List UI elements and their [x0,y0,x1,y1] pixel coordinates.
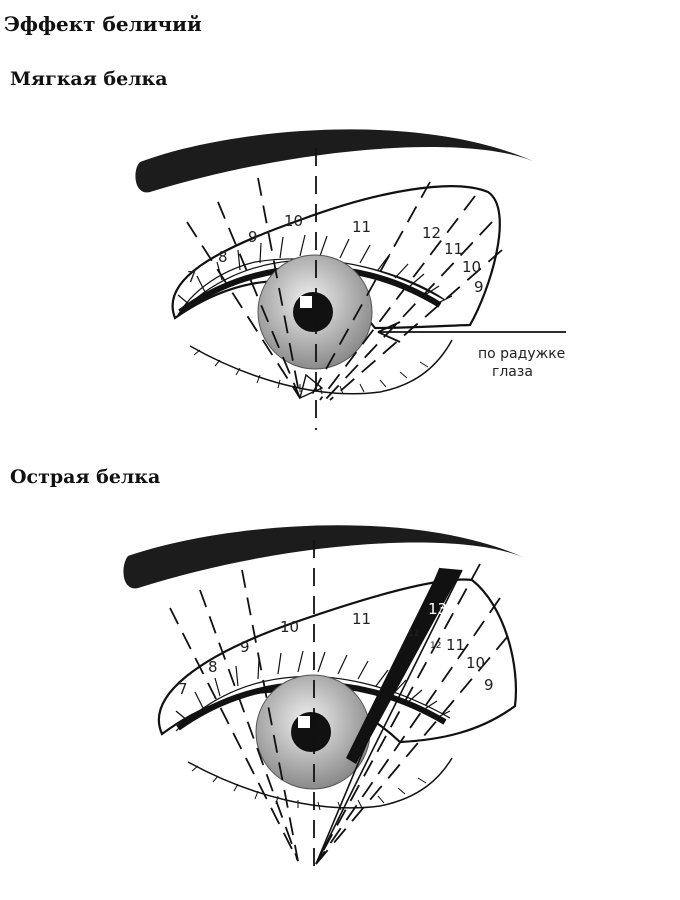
iris-pointer-arrow-icon [377,321,401,343]
accent-wedge [346,568,462,764]
sharp-zone-9: 9 [240,638,250,656]
lower-lashes [191,765,427,811]
soft-squirrel-diagram: 7 8 9 10 11 12 11 10 9 по радужке глаза [135,129,566,430]
sharp-squirrel-title: Острая белка [10,466,161,488]
eye-highlight [298,716,310,728]
lower-lid [189,339,453,395]
lower-lashes [193,349,429,395]
sharp-zone-10-outer: 10 [466,654,485,672]
iris-note-line-1: по радужке [478,346,565,362]
eyebrow-shape [135,129,535,193]
sharp-zone-11-outer: 11 [446,636,465,654]
sharp-zone-12-right: 12 [430,641,441,651]
soft-zone-9: 9 [248,228,258,246]
upper-lashes [177,234,453,316]
soft-zone-11-outer: 11 [444,240,463,258]
sharp-zone-9-outer: 9 [484,676,494,694]
eye-highlight [300,296,312,308]
soft-zone-11: 11 [352,218,371,236]
sharp-zone-12-left: 12 [408,629,419,639]
sharp-zone-11: 11 [352,610,371,628]
soft-zone-7: 7 [187,268,197,286]
sharp-zone-10: 10 [280,618,299,636]
zone-guide-lines [169,540,509,866]
sharp-zone-13: 13 [428,600,447,618]
fan-vertex [298,373,324,400]
eyebrow-shape [123,525,525,589]
wedge-guide [315,567,441,865]
soft-zone-8: 8 [218,248,228,266]
iris-note-line-2: глаза [492,364,533,380]
soft-zone-10: 10 [284,212,303,230]
soft-zone-12: 12 [422,224,441,242]
soft-squirrel-title: Мягкая белка [10,68,168,90]
sharp-zone-8: 8 [208,658,218,676]
page-title: Эффект беличий [4,12,202,36]
pupil [291,712,331,752]
sharp-zone-7: 7 [178,680,188,698]
soft-zone-10-outer: 10 [462,258,481,276]
pupil [293,292,333,332]
sharp-squirrel-diagram: 7 8 9 10 11 12 13 12 11 10 9 [123,525,525,866]
wedge-guide [315,569,463,865]
soft-zone-9-outer: 9 [474,278,484,296]
